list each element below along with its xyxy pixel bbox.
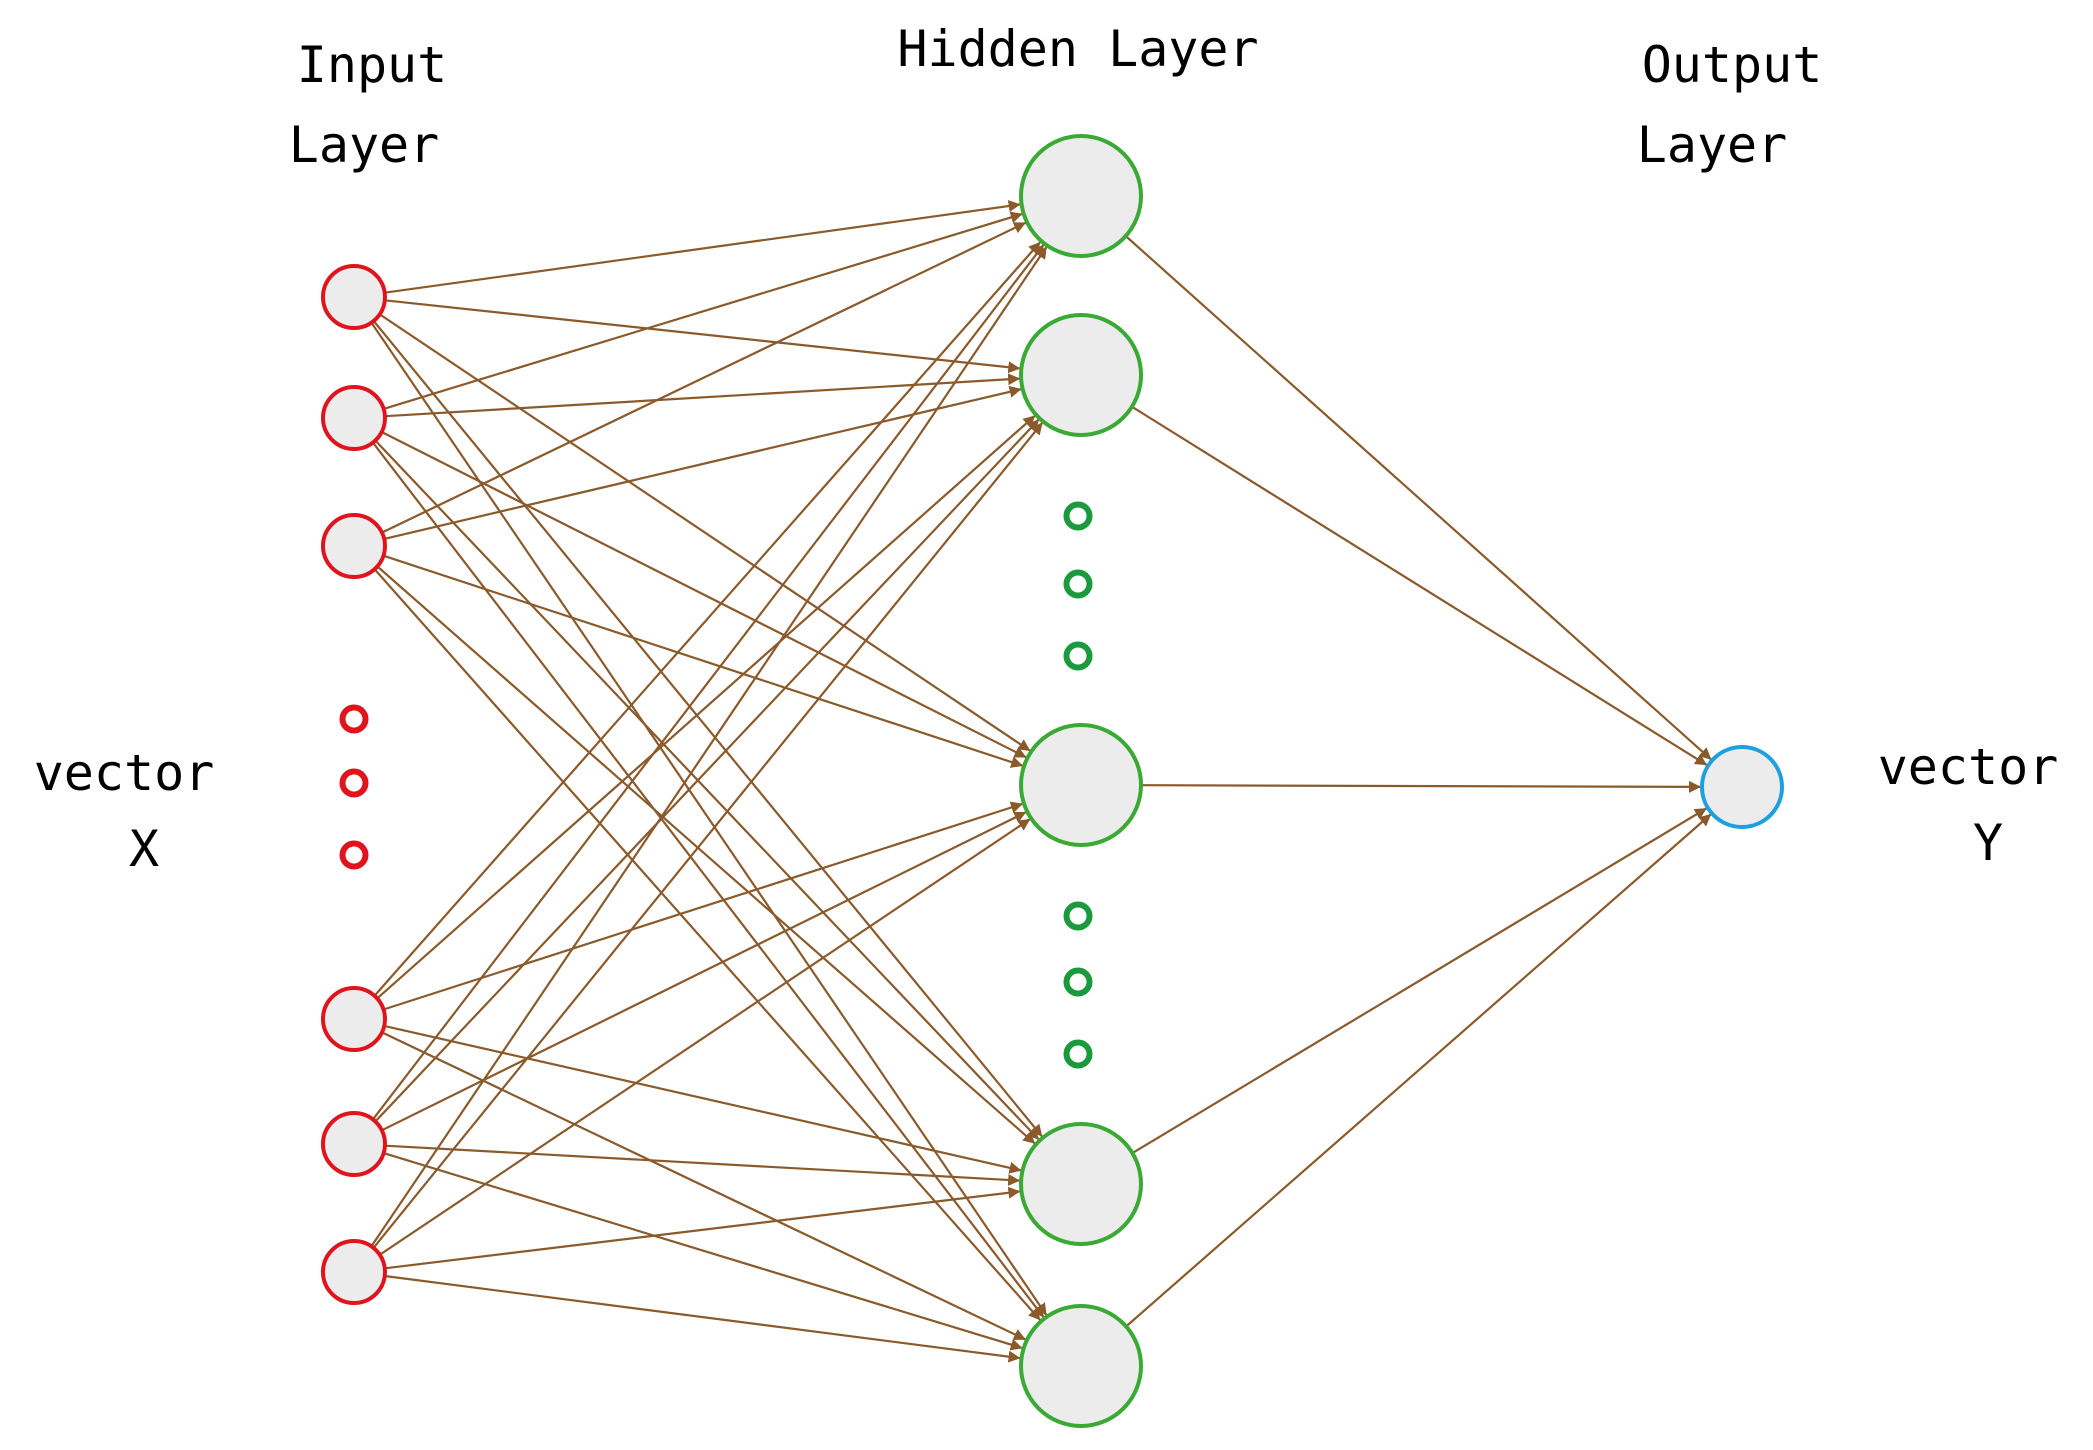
edge-input-1-to-hidden-4	[372, 320, 1044, 1138]
input-vector-label-line1: vector	[34, 744, 215, 802]
hidden-ellipsis-upper-dot-2	[1063, 569, 1093, 599]
edge-input-6-to-hidden-5	[384, 1274, 1021, 1363]
input-node-1	[321, 264, 387, 330]
hidden-ellipsis-upper-dot-3	[1063, 641, 1093, 671]
edge-input-5-to-hidden-3	[381, 811, 1027, 1132]
edge-input-1-to-hidden-3	[379, 313, 1032, 752]
connection-edges	[370, 200, 1713, 1363]
edge-input-2-to-hidden-5	[372, 441, 1045, 1319]
input-layer-title-line1: Input	[297, 36, 448, 94]
edge-hidden-2-to-output	[1131, 405, 1708, 767]
edge-input-5-to-hidden-4	[384, 1144, 1021, 1186]
input-ellipsis-dot-3	[339, 840, 369, 870]
hidden-node-2	[1019, 313, 1143, 437]
hidden-ellipsis-lower-dot-3	[1063, 1039, 1093, 1069]
hidden-node-5	[1019, 1304, 1143, 1428]
edge-hidden-3-to-output	[1140, 780, 1702, 793]
hidden-layer-title: Hidden Layer	[897, 20, 1258, 78]
input-node-6	[321, 1239, 387, 1305]
hidden-ellipsis-lower-dot-1	[1063, 901, 1093, 931]
output-vector-label-line1: vector	[1878, 738, 2059, 796]
edge-input-3-to-hidden-3	[383, 554, 1024, 768]
edge-input-4-to-hidden-4	[383, 1024, 1022, 1174]
edge-input-2-to-hidden-1	[383, 211, 1024, 410]
input-node-4	[321, 986, 387, 1052]
edge-input-1-to-hidden-1	[384, 200, 1021, 294]
network-nodes	[321, 134, 1784, 1428]
input-node-3	[321, 513, 387, 579]
edge-input-2-to-hidden-3	[381, 431, 1027, 759]
hidden-node-1	[1019, 134, 1143, 258]
edge-input-6-to-hidden-1	[370, 245, 1048, 1247]
edge-input-4-to-hidden-1	[373, 240, 1042, 997]
output-layer-title-line2: Layer	[1637, 116, 1788, 174]
input-layer-title-line2: Layer	[289, 116, 440, 174]
hidden-node-3	[1019, 723, 1143, 847]
hidden-node-4	[1019, 1122, 1143, 1246]
edge-input-2-to-hidden-4	[374, 439, 1040, 1141]
input-ellipsis-dot-2	[339, 768, 369, 798]
edge-input-6-to-hidden-3	[379, 817, 1031, 1256]
edge-input-6-to-hidden-4	[384, 1186, 1021, 1270]
edge-input-2-to-hidden-2	[384, 373, 1021, 418]
output-vector-label-line2: Y	[1973, 814, 2003, 872]
edge-hidden-4-to-output	[1131, 807, 1708, 1155]
hidden-ellipsis-lower-dot-2	[1063, 967, 1093, 997]
edge-input-3-to-hidden-4	[376, 565, 1036, 1145]
edge-input-3-to-hidden-2	[383, 385, 1022, 540]
input-ellipsis-dot-1	[339, 704, 369, 734]
edge-input-1-to-hidden-2	[384, 299, 1021, 374]
edge-input-3-to-hidden-1	[381, 221, 1027, 534]
ellipsis-dots	[339, 501, 1093, 1069]
edge-hidden-1-to-output	[1124, 235, 1713, 761]
edge-input-6-to-hidden-2	[372, 421, 1044, 1249]
input-vector-label-line2: X	[129, 820, 159, 878]
edge-input-5-to-hidden-5	[383, 1152, 1024, 1351]
hidden-ellipsis-upper-dot-1	[1063, 501, 1093, 531]
edge-input-4-to-hidden-5	[381, 1031, 1027, 1341]
output-node	[1700, 745, 1784, 829]
edge-input-5-to-hidden-2	[374, 418, 1040, 1123]
edge-input-1-to-hidden-5	[370, 321, 1048, 1317]
edge-input-5-to-hidden-1	[372, 243, 1045, 1121]
input-node-5	[321, 1111, 387, 1177]
edge-input-3-to-hidden-5	[373, 568, 1042, 1322]
output-layer-title-line1: Output	[1642, 36, 1823, 94]
edge-input-4-to-hidden-2	[376, 414, 1037, 1000]
edge-input-4-to-hidden-3	[383, 801, 1024, 1011]
input-node-2	[321, 385, 387, 451]
edge-hidden-5-to-output	[1125, 813, 1712, 1328]
